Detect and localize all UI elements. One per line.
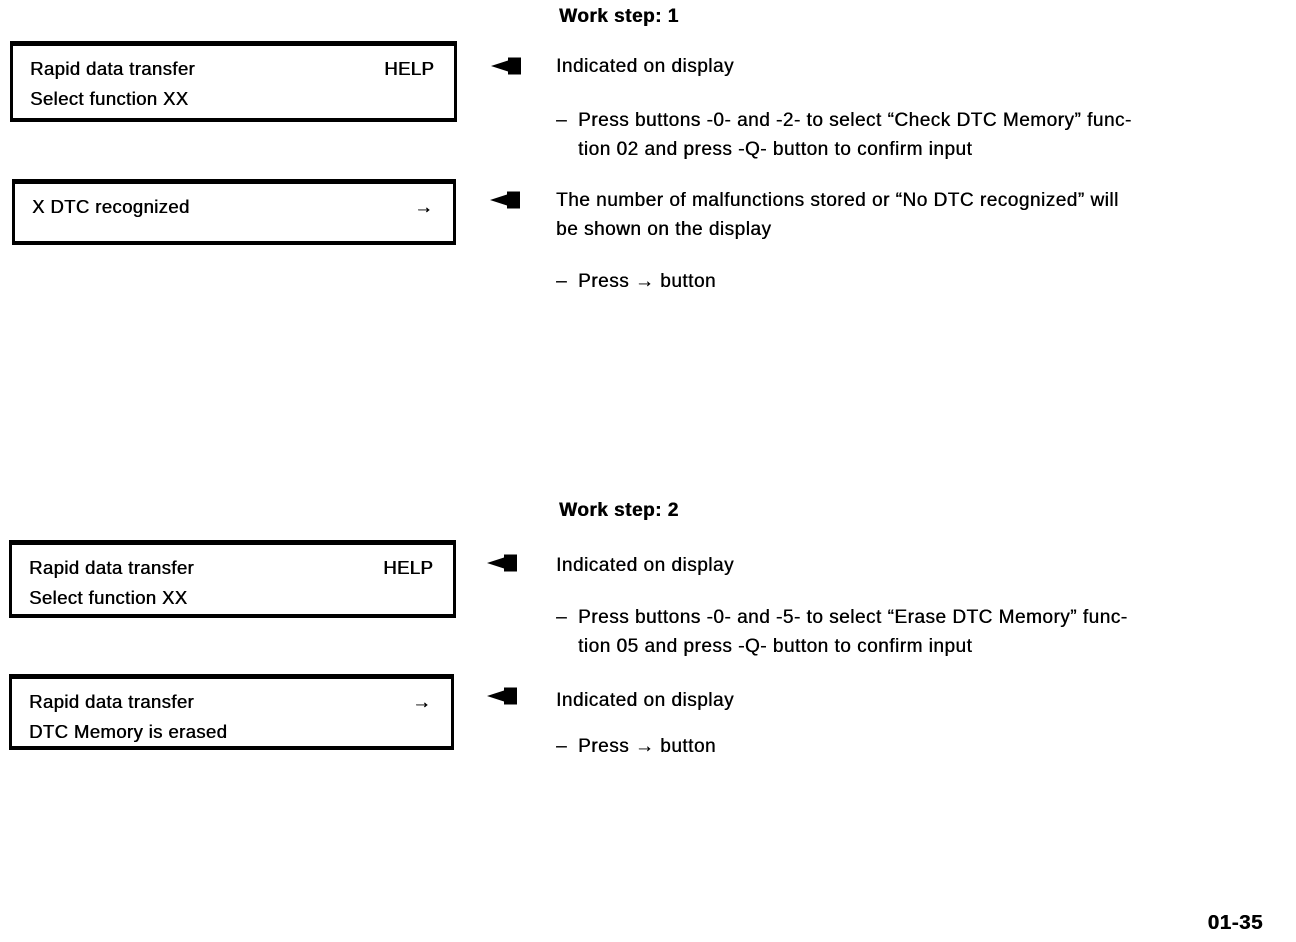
display-text: Rapid data transfer	[29, 557, 194, 578]
instruction-paragraph: The number of malfunctions stored or “No…	[556, 186, 1119, 244]
display-line-1: Rapid data transfer →	[29, 687, 431, 717]
bullet-text: Press buttons -0- and -2- to select “Che…	[578, 106, 1132, 164]
display-line-1: Rapid data transfer HELP	[29, 553, 433, 583]
bullet-text: Press → button	[578, 271, 716, 292]
bullet-text: Press buttons -0- and -5- to select “Era…	[578, 603, 1128, 661]
display-text: X DTC recognized	[32, 196, 190, 217]
paragraph-line: The number of malfunctions stored or “No…	[556, 190, 1119, 211]
display-text: Rapid data transfer	[30, 58, 195, 79]
bullet-line: tion 05 and press -Q- button to confirm …	[578, 636, 973, 657]
left-pointer-icon	[487, 687, 517, 705]
instruction-paragraph: Indicated on display	[556, 56, 734, 77]
instruction-bullet: – Press → button	[556, 732, 716, 761]
instruction-paragraph: Indicated on display	[556, 555, 734, 576]
right-arrow-glyph: →	[412, 691, 431, 712]
left-pointer-icon	[491, 57, 521, 75]
bullet-line: tion 02 and press -Q- button to confirm …	[578, 139, 973, 160]
left-pointer-icon	[487, 554, 517, 572]
paragraph-line: be shown on the display	[556, 219, 772, 240]
instruction-bullet: – Press buttons -0- and -5- to select “E…	[556, 603, 1128, 661]
display-help-label: HELP	[383, 557, 433, 578]
bullet-line: Press buttons -0- and -5- to select “Era…	[578, 607, 1128, 628]
display-line-2: DTC Memory is erased	[29, 717, 431, 747]
instruction-bullet: – Press buttons -0- and -2- to select “C…	[556, 106, 1132, 164]
instruction-bullet: – Press → button	[556, 267, 716, 296]
work-step-1-heading: Work step: 1	[559, 6, 679, 27]
page-number: 01-35	[1207, 911, 1263, 934]
right-arrow-glyph: →	[414, 196, 433, 217]
work-step-2-heading: Work step: 2	[559, 500, 679, 521]
scan-tool-display-select-function-2: Rapid data transfer HELP Select function…	[9, 540, 456, 618]
bullet-dash: –	[556, 110, 568, 131]
instruction-paragraph: Indicated on display	[556, 690, 734, 711]
scan-tool-display-memory-erased: Rapid data transfer → DTC Memory is eras…	[9, 674, 454, 750]
scan-tool-display-dtc-recognized: X DTC recognized →	[12, 179, 456, 245]
display-line-2: Select function XX	[30, 84, 434, 114]
display-text: Select function XX	[29, 587, 188, 608]
display-line-1: Rapid data transfer HELP	[30, 54, 434, 84]
bullet-line: Press buttons -0- and -2- to select “Che…	[578, 110, 1132, 131]
bullet-dash: –	[556, 607, 568, 628]
bullet-dash: –	[556, 271, 568, 292]
scan-tool-display-select-function-1: Rapid data transfer HELP Select function…	[10, 41, 457, 122]
bullet-text: Press → button	[578, 736, 716, 757]
left-pointer-icon	[490, 191, 520, 209]
display-text: DTC Memory is erased	[29, 721, 228, 742]
display-text: Rapid data transfer	[29, 691, 194, 712]
display-line-2: Select function XX	[29, 583, 433, 613]
bullet-dash: –	[556, 736, 568, 757]
display-line-1: X DTC recognized →	[32, 192, 433, 222]
display-help-label: HELP	[384, 58, 434, 79]
display-text: Select function XX	[30, 88, 189, 109]
